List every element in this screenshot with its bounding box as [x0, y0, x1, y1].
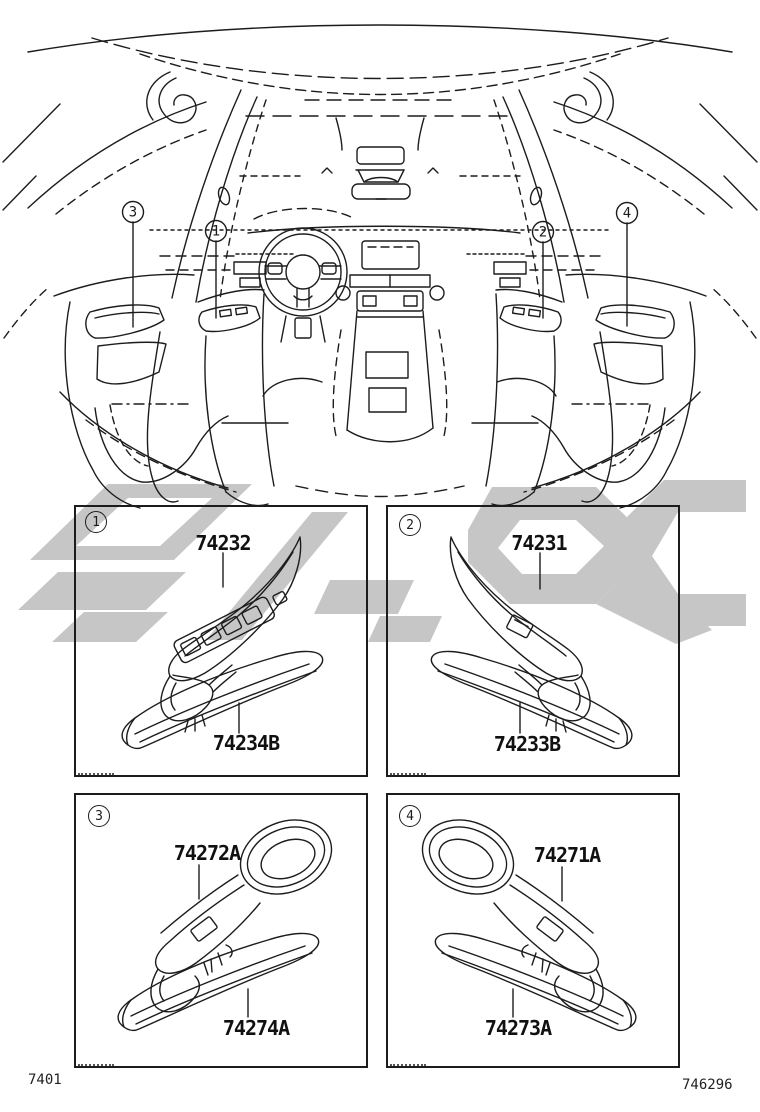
box-2-callout-number: 2 — [406, 517, 414, 533]
switch-bezel-74271A — [421, 819, 604, 1013]
part-drawing-box-4 — [421, 819, 637, 1032]
corner-dots — [390, 773, 426, 775]
callout-2-label: 2 — [539, 225, 547, 241]
part-box-2: 2 74231 74233B — [386, 505, 680, 777]
part-number-74271A[interactable]: 74271A — [533, 843, 601, 867]
car-interior-diagram: 3 1 2 4 — [2, 24, 758, 509]
part-number-74234B[interactable]: 74234B — [212, 731, 280, 755]
switch-bezel-74231 — [449, 536, 591, 733]
armrest-74274A — [117, 932, 320, 1032]
callout-1[interactable]: 1 — [204, 219, 228, 319]
center-stack — [335, 274, 445, 312]
corner-dots — [78, 1064, 114, 1066]
part-number-74272A[interactable]: 74272A — [173, 841, 241, 865]
steering-wheel — [258, 227, 348, 343]
armrest-74234B — [121, 650, 324, 750]
armrest-74273A — [434, 932, 637, 1032]
switch-bezel-74272A — [150, 819, 333, 1013]
box-4-callout-number: 4 — [406, 808, 414, 824]
box-4-callout-badge: 4 — [399, 805, 421, 827]
armrest-74233B — [430, 650, 633, 750]
switch-bezel-74232 — [160, 536, 302, 733]
callout-2[interactable]: 2 — [531, 220, 555, 319]
overhead-console — [356, 146, 405, 165]
left-half-art — [2, 71, 297, 509]
box-3-callout-badge: 3 — [88, 805, 110, 827]
part-number-74232[interactable]: 74232 — [195, 531, 251, 555]
part-drawing-box-1 — [121, 536, 324, 750]
part-number-74233B[interactable]: 74233B — [493, 732, 561, 756]
callout-1-label: 1 — [212, 224, 220, 240]
part-number-74231[interactable]: 74231 — [511, 531, 567, 555]
center-console — [295, 310, 465, 498]
box-2-callout-badge: 2 — [399, 514, 421, 536]
part-box-4: 4 74271A 74273A — [386, 793, 680, 1068]
rear-view-mirror — [351, 169, 411, 200]
part-number-74274A[interactable]: 74274A — [222, 1016, 290, 1040]
figure-number: 746296 — [682, 1077, 733, 1093]
part-box-3: 3 74272A 74274A — [74, 793, 368, 1068]
box-3-callout-number: 3 — [95, 808, 103, 824]
box-1-callout-number: 1 — [92, 514, 100, 530]
corner-dots — [390, 1064, 426, 1066]
section-code: 7401 — [28, 1072, 62, 1088]
corner-dots — [78, 773, 114, 775]
callout-3[interactable]: 3 — [121, 200, 145, 328]
part-drawing-box-2 — [430, 536, 633, 750]
callout-4-label: 4 — [623, 206, 631, 222]
part-box-1: 1 74232 74234B — [74, 505, 368, 777]
box-1-callout-badge: 1 — [85, 511, 107, 533]
callout-4[interactable]: 4 — [615, 201, 639, 327]
callout-3-label: 3 — [129, 205, 137, 221]
center-display — [361, 240, 420, 270]
part-number-74273A[interactable]: 74273A — [484, 1016, 552, 1040]
part-drawing-box-3 — [117, 819, 333, 1032]
